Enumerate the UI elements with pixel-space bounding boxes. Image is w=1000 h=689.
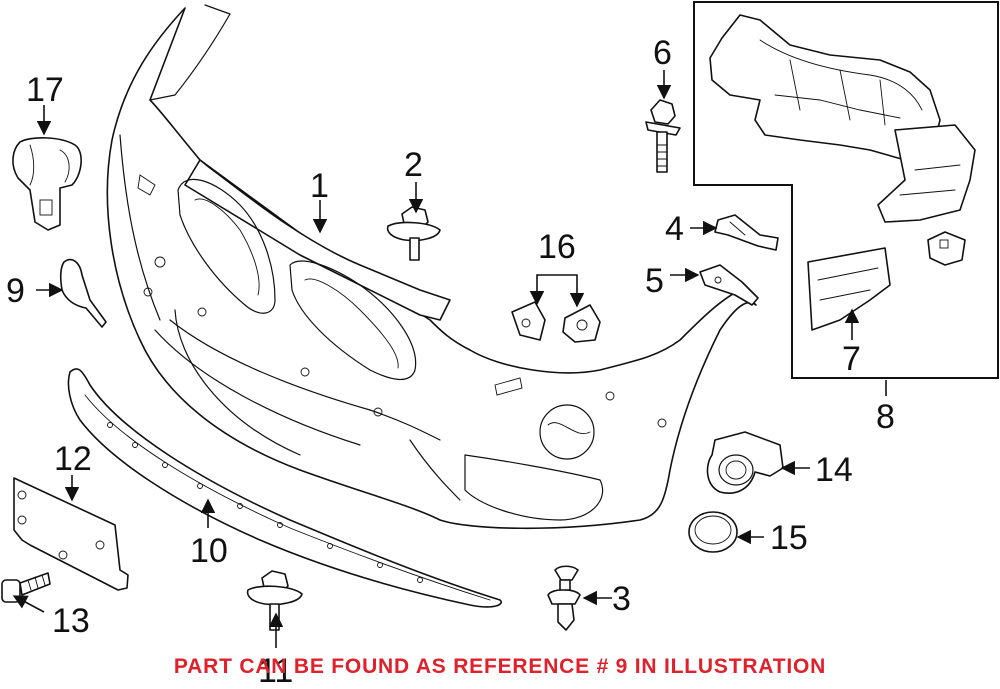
callout-9: 9: [6, 272, 25, 310]
callout-11: 11: [258, 652, 293, 689]
screw-13[interactable]: [1, 572, 51, 603]
sensor-bracket-17[interactable]: [12, 137, 82, 231]
sensor-cap[interactable]: [688, 511, 738, 553]
nut-clip[interactable]: [927, 231, 966, 266]
bolt-11[interactable]: [246, 570, 303, 631]
license-plate-bracket[interactable]: [13, 477, 129, 591]
callout-17: 17: [26, 71, 64, 109]
air-duct-assembly[interactable]: [709, 14, 976, 223]
lower-spoiler[interactable]: [67, 368, 502, 608]
callout-4: 4: [665, 210, 684, 248]
callout-8: 8: [876, 398, 895, 436]
callout-12: 12: [54, 440, 92, 478]
callout-7: 7: [842, 340, 861, 378]
bracket-5[interactable]: [699, 264, 759, 306]
leader-lines: [12, 70, 887, 648]
air-guide-7[interactable]: [807, 247, 891, 331]
callout-10: 10: [190, 532, 228, 570]
callout-3: 3: [612, 580, 631, 618]
callout-15: 15: [770, 519, 808, 557]
clip-16-left[interactable]: [511, 301, 546, 341]
callout-1: 1: [310, 167, 329, 205]
callout-6: 6: [653, 34, 672, 72]
push-rivet-3[interactable]: [547, 565, 581, 631]
tow-hook-cover[interactable]: [59, 258, 107, 328]
callout-5: 5: [645, 262, 664, 300]
callout-16: 16: [538, 228, 576, 266]
inset-box-8: [693, 1, 999, 379]
callout-14: 14: [815, 451, 853, 489]
bolt-2[interactable]: [386, 206, 441, 261]
bumper-cover[interactable]: [106, 4, 757, 530]
bracket-4[interactable]: [714, 214, 779, 251]
park-sensor-housing[interactable]: [706, 431, 784, 494]
clip-16-right[interactable]: [562, 304, 601, 343]
callout-2: 2: [404, 146, 423, 184]
callout-13: 13: [52, 602, 90, 640]
reference-notice: PART CAN BE FOUND AS REFERENCE # 9 IN IL…: [173, 655, 827, 678]
bolt-6[interactable]: [645, 99, 681, 173]
